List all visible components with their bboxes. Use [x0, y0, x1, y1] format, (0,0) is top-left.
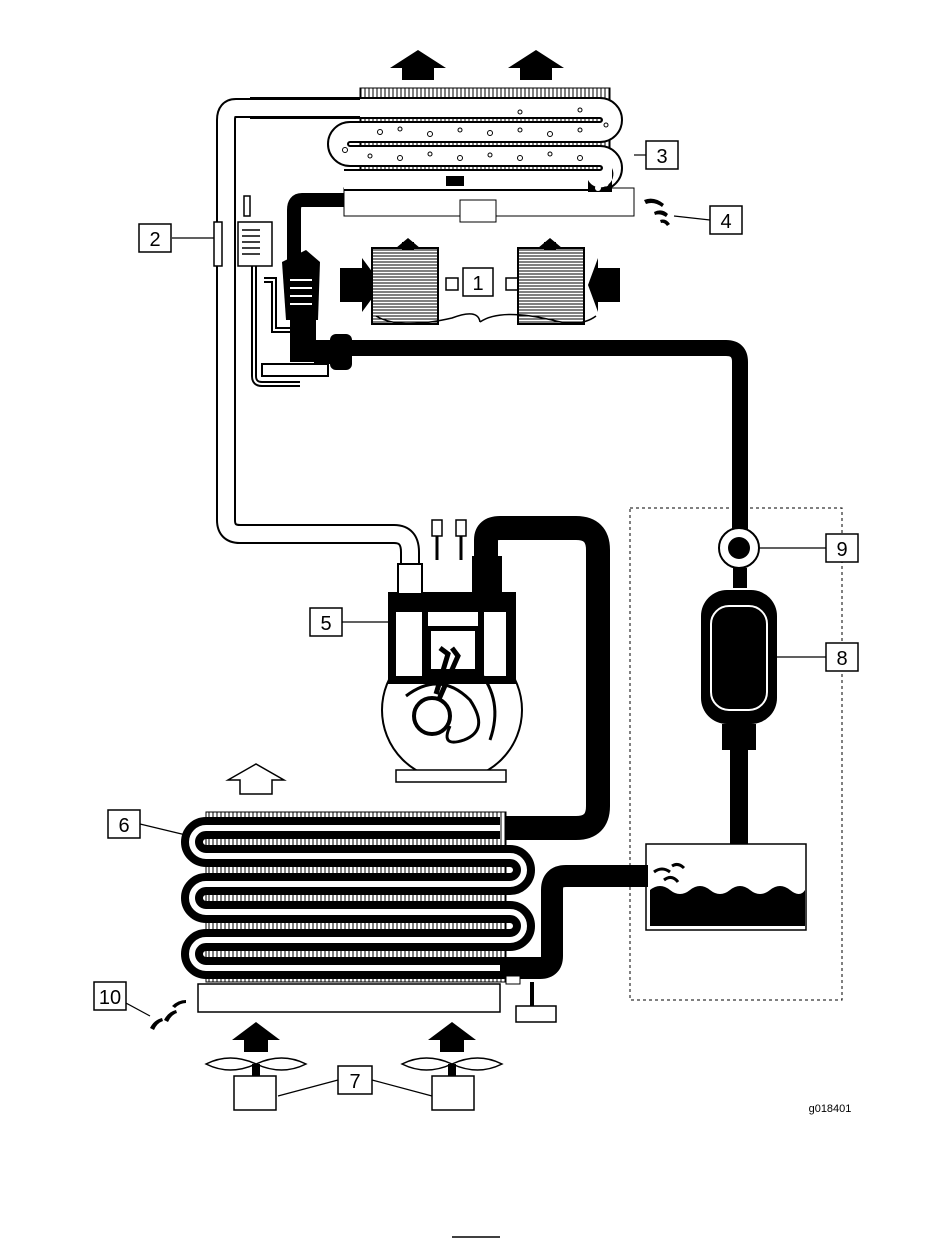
callout-3: 3	[646, 141, 678, 169]
callout-8: 8	[826, 643, 858, 671]
expansion-valve	[254, 250, 352, 384]
svg-text:1: 1	[472, 273, 483, 295]
condenser	[192, 812, 648, 1022]
liquid-line-main	[352, 348, 740, 530]
receiver-tank	[646, 844, 806, 930]
airflow-up-arrow-right	[508, 50, 564, 80]
svg-text:6: 6	[118, 815, 129, 837]
svg-text:7: 7	[349, 1071, 360, 1093]
svg-text:10: 10	[99, 987, 121, 1009]
callout-5: 5	[310, 608, 342, 636]
svg-text:8: 8	[836, 648, 847, 670]
callout-7: 7	[338, 1066, 372, 1094]
sight-glass	[719, 528, 759, 588]
svg-text:5: 5	[320, 613, 331, 635]
svg-text:4: 4	[720, 211, 731, 233]
callout-10: 10	[94, 982, 126, 1010]
svg-text:3: 3	[656, 146, 667, 168]
callout-2: 2	[139, 224, 171, 252]
airflow-up-arrow-left	[390, 50, 446, 80]
callout-4: 4	[710, 206, 742, 234]
callout-1: 1	[463, 268, 493, 296]
callout-6: 6	[108, 810, 140, 838]
svg-text:2: 2	[149, 229, 160, 251]
airflow-out-arrow	[228, 764, 284, 794]
svg-text:9: 9	[836, 539, 847, 561]
spray-mark-10	[150, 1000, 186, 1030]
callout-9: 9	[826, 534, 858, 562]
spray-mark-4	[644, 199, 670, 226]
figure-id: g018401	[809, 1103, 852, 1115]
